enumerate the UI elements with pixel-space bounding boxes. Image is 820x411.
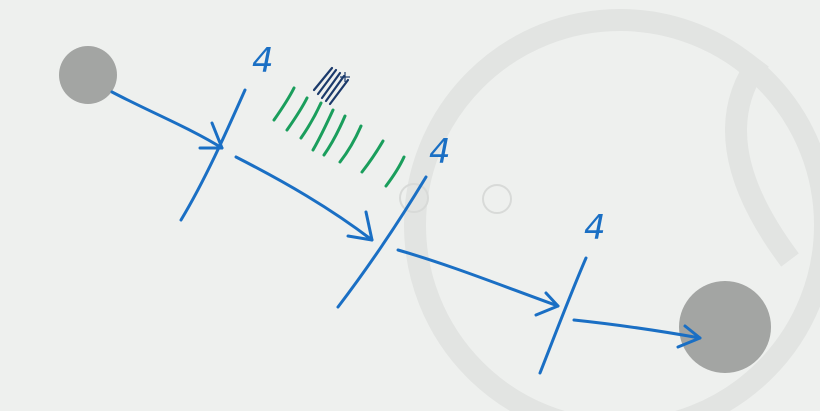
arrow-1 (110, 90, 224, 150)
arrow-1-head (198, 121, 224, 150)
tally-stroke-3 (538, 256, 588, 375)
segment-label-2: 4 (429, 132, 451, 172)
end-node[interactable] (679, 281, 771, 373)
arrow-2-head (346, 210, 374, 242)
start-node[interactable] (59, 46, 117, 104)
anchor-handles (399, 183, 512, 214)
arrow-2 (234, 155, 374, 242)
segment-label-3: 4 (584, 208, 606, 248)
pen-cursor-icon (340, 72, 350, 82)
tally-stroke-2 (336, 175, 428, 309)
watermark-ring-large (404, 9, 820, 411)
arrow-3 (396, 248, 560, 308)
tally-stroke-1 (179, 88, 247, 222)
anchor-handle-2[interactable] (482, 184, 512, 214)
arrow-4-head (676, 324, 702, 349)
anchor-handle-1[interactable] (399, 183, 429, 213)
green-hatching (272, 86, 406, 188)
watermark-ring-edge (725, 53, 799, 267)
watermark (404, 9, 820, 411)
segment-label-1: 4 (252, 41, 274, 81)
dark-scribble (312, 66, 350, 106)
arrow-4 (572, 318, 702, 340)
arrow-3-head (534, 291, 560, 317)
